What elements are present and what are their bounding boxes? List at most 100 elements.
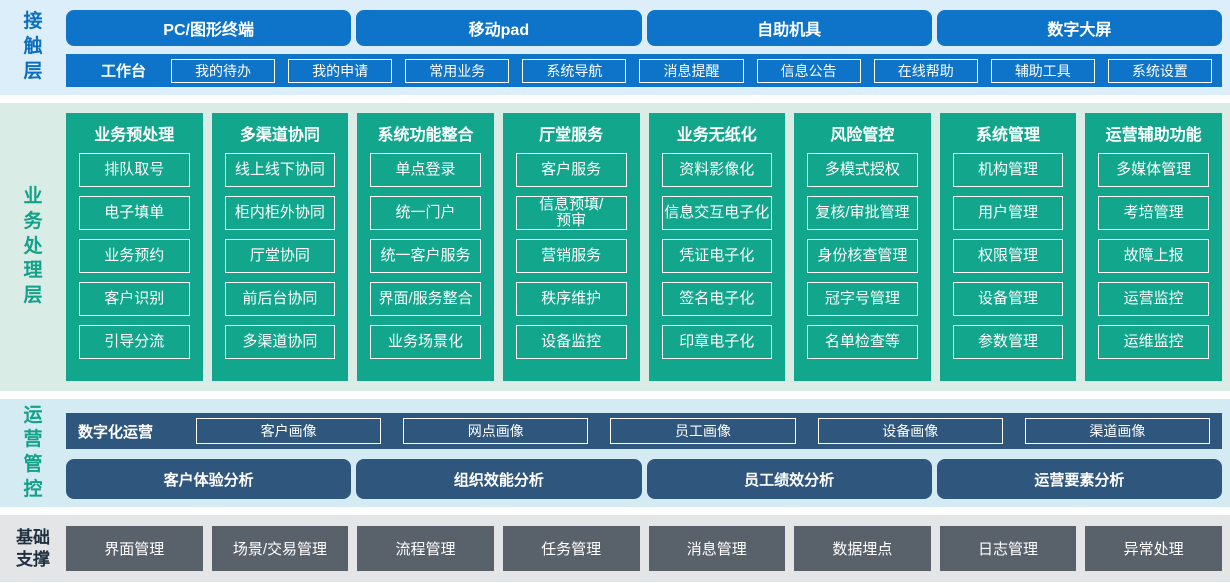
business-layer-label: 业务处理层 (23, 186, 43, 307)
business-item: 排队取号 (79, 153, 190, 187)
business-item: 界面/服务整合 (370, 282, 481, 316)
business-item: 线上线下协同 (224, 153, 336, 187)
business-item: 多渠道协同 (224, 325, 336, 359)
business-item: 秩序维护 (515, 282, 627, 316)
business-item: 签名电子化 (661, 282, 773, 316)
business-column: 系统管理 机构管理用户管理权限管理设备管理参数管理 (939, 113, 1077, 381)
business-column-items: 线上线下协同柜内柜外协同厅堂协同前后台协同多渠道协同 (224, 153, 336, 366)
foundation-item: 消息管理 (648, 526, 786, 571)
business-column: 系统功能整合 单点登录统一门户统一客户服务界面/服务整合业务场景化 (357, 113, 494, 381)
foundation-item: 日志管理 (939, 526, 1077, 571)
operations-layer-rail: 运营管控 (0, 399, 66, 507)
business-column-title: 系统管理 (976, 127, 1041, 144)
business-item: 引导分流 (79, 325, 190, 359)
business-item: 用户管理 (952, 196, 1064, 230)
terminal-box: PC/图形终端 (66, 10, 352, 47)
business-column-title: 系统功能整合 (377, 127, 474, 144)
business-item: 权限管理 (952, 239, 1064, 273)
business-layer-rail: 业务处理层 (0, 103, 66, 391)
workbench-item: 信息公告 (756, 58, 861, 83)
business-item: 厅堂协同 (224, 239, 336, 273)
workbench-bar: 工作台 我的待办我的申请常用业务系统导航消息提醒信息公告在线帮助辅助工具系统设置 (66, 54, 1222, 87)
business-item: 业务预约 (79, 239, 190, 273)
analysis-box: 员工绩效分析 (646, 459, 932, 499)
business-item: 运维监控 (1098, 325, 1209, 359)
workbench-item: 我的申请 (288, 58, 393, 83)
operations-body: 数字化运营 客户画像网点画像员工画像设备画像渠道画像 客户体验分析组织效能分析员… (66, 399, 1230, 507)
business-column-items: 资料影像化信息交互电子化凭证电子化签名电子化印章电子化 (661, 153, 773, 366)
business-item: 柜内柜外协同 (224, 196, 336, 230)
business-item: 信息预填/ 预审 (515, 196, 627, 230)
business-column: 厅堂服务 客户服务信息预填/ 预审营销服务秩序维护设备监控 (502, 113, 640, 381)
business-column: 风险管控 多模式授权复核/审批管理身份核查管理冠字号管理名单检查等 (794, 113, 931, 381)
portrait-item: 员工画像 (610, 418, 796, 444)
business-column-title: 业务无纸化 (676, 127, 757, 144)
analysis-box: 客户体验分析 (66, 459, 352, 499)
business-item: 运营监控 (1098, 282, 1209, 316)
business-column: 业务无纸化 资料影像化信息交互电子化凭证电子化签名电子化印章电子化 (648, 113, 786, 381)
business-column-items: 客户服务信息预填/ 预审营销服务秩序维护设备监控 (515, 153, 627, 366)
business-column-items: 多模式授权复核/审批管理身份核查管理冠字号管理名单检查等 (807, 153, 918, 366)
foundation-item: 界面管理 (66, 526, 203, 571)
foundation-layer-label: 基础支撑 (16, 528, 50, 569)
business-columns: 业务预处理 排队取号电子填单业务预约客户识别引导分流 多渠道协同 线上线下协同柜… (66, 103, 1230, 391)
business-item: 复核/审批管理 (807, 196, 918, 230)
contact-layer-rail: 接触层 (0, 0, 66, 95)
foundation-items: 界面管理场景/交易管理流程管理任务管理消息管理数据埋点日志管理异常处理 (66, 515, 1230, 582)
workbench-item: 系统设置 (1107, 58, 1212, 83)
business-item: 单点登录 (370, 153, 481, 187)
business-item: 电子填单 (79, 196, 190, 230)
foundation-item: 数据埋点 (794, 526, 931, 571)
digital-operations-bar: 数字化运营 客户画像网点画像员工画像设备画像渠道画像 (66, 413, 1222, 449)
foundation-item: 场景/交易管理 (211, 526, 349, 571)
business-item: 身份核查管理 (807, 239, 918, 273)
portrait-item: 网点画像 (403, 418, 589, 444)
analysis-box: 运营要素分析 (936, 459, 1222, 499)
business-column: 运营辅助功能 多媒体管理考培管理故障上报运营监控运维监控 (1085, 113, 1222, 381)
workbench-item: 辅助工具 (990, 58, 1095, 83)
business-item: 多媒体管理 (1098, 153, 1209, 187)
foundation-item: 异常处理 (1085, 526, 1222, 571)
foundation-item: 流程管理 (357, 526, 494, 571)
contact-layer-label: 接触层 (23, 11, 43, 82)
business-column-title: 风险管控 (830, 127, 895, 144)
workbench-label: 工作台 (100, 63, 146, 81)
business-column-items: 多媒体管理考培管理故障上报运营监控运维监控 (1098, 153, 1209, 366)
business-column-title: 业务预处理 (94, 127, 175, 144)
operations-layer-section: 运营管控 数字化运营 客户画像网点画像员工画像设备画像渠道画像 客户体验分析组织… (0, 399, 1230, 507)
workbench-item: 常用业务 (405, 58, 510, 83)
business-item: 信息交互电子化 (661, 196, 773, 230)
business-item: 凭证电子化 (661, 239, 773, 273)
business-column: 多渠道协同 线上线下协同柜内柜外协同厅堂协同前后台协同多渠道协同 (211, 113, 349, 381)
portrait-item: 设备画像 (817, 418, 1003, 444)
foundation-layer-section: 基础支撑 界面管理场景/交易管理流程管理任务管理消息管理数据埋点日志管理异常处理 (0, 515, 1230, 582)
business-item: 机构管理 (952, 153, 1064, 187)
business-column: 业务预处理 排队取号电子填单业务预约客户识别引导分流 (66, 113, 203, 381)
analysis-box: 组织效能分析 (356, 459, 642, 499)
terminal-box: 数字大屏 (936, 10, 1222, 47)
operations-layer-label: 运营管控 (23, 404, 43, 500)
business-item: 统一门户 (370, 196, 481, 230)
foundation-item: 任务管理 (502, 526, 640, 571)
business-item: 冠字号管理 (807, 282, 918, 316)
workbench-items: 我的待办我的申请常用业务系统导航消息提醒信息公告在线帮助辅助工具系统设置 (171, 58, 1212, 83)
business-item: 印章电子化 (661, 325, 773, 359)
business-item: 考培管理 (1098, 196, 1209, 230)
business-item: 业务场景化 (370, 325, 481, 359)
business-column-items: 机构管理用户管理权限管理设备管理参数管理 (952, 153, 1064, 366)
portrait-item: 客户画像 (196, 418, 382, 444)
terminal-box: 移动pad (356, 10, 642, 47)
business-item: 前后台协同 (224, 282, 336, 316)
portrait-item: 渠道画像 (1024, 418, 1211, 444)
business-item: 资料影像化 (661, 153, 773, 187)
business-column-items: 排队取号电子填单业务预约客户识别引导分流 (79, 153, 190, 366)
business-item: 参数管理 (952, 325, 1064, 359)
business-item: 营销服务 (515, 239, 627, 273)
workbench-item: 在线帮助 (873, 58, 978, 83)
business-item: 客户服务 (515, 153, 627, 187)
business-item: 客户识别 (79, 282, 190, 316)
analysis-row: 客户体验分析组织效能分析员工绩效分析运营要素分析 (66, 459, 1222, 499)
